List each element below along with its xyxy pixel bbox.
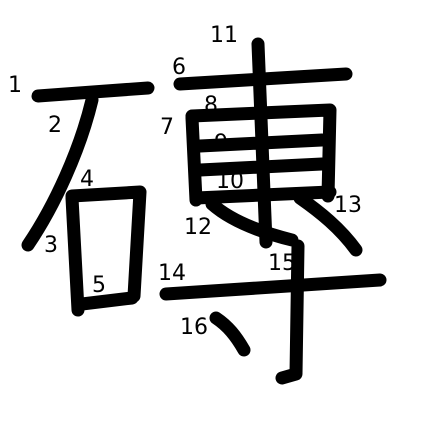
stroke-label-2: 2 <box>48 113 62 138</box>
stroke-label-4: 4 <box>80 167 94 192</box>
stroke-2 <box>21 93 99 252</box>
stroke-3 <box>65 191 85 317</box>
stroke-label-13: 13 <box>334 193 362 218</box>
stroke-label-1: 1 <box>8 73 22 98</box>
stroke-11 <box>251 37 273 249</box>
stroke-1 <box>31 81 155 103</box>
stroke-label-5: 5 <box>92 273 106 298</box>
stroke-8 <box>185 103 337 203</box>
stroke-4 <box>65 185 147 303</box>
stroke-16 <box>209 311 251 357</box>
stroke-label-15: 15 <box>268 251 296 276</box>
stroke-label-10: 10 <box>216 169 244 194</box>
stroke-label-12: 12 <box>184 215 212 240</box>
stroke-14 <box>159 273 387 301</box>
stroke-label-3: 3 <box>44 233 58 258</box>
stroke-label-11: 11 <box>210 23 238 48</box>
stroke-label-14: 14 <box>158 261 186 286</box>
stroke-label-16: 16 <box>180 315 208 340</box>
stroke-12 <box>189 185 337 205</box>
stroke-12b <box>205 197 299 247</box>
stroke-label-9: 9 <box>214 131 228 156</box>
stroke-label-6: 6 <box>172 55 186 80</box>
stroke-5 <box>75 291 139 311</box>
stroke-label-7: 7 <box>160 115 174 140</box>
stroke-7 <box>185 111 203 207</box>
stroke-label-8: 8 <box>204 93 218 118</box>
stroke-15 <box>275 239 305 385</box>
stroke-13 <box>293 191 363 257</box>
